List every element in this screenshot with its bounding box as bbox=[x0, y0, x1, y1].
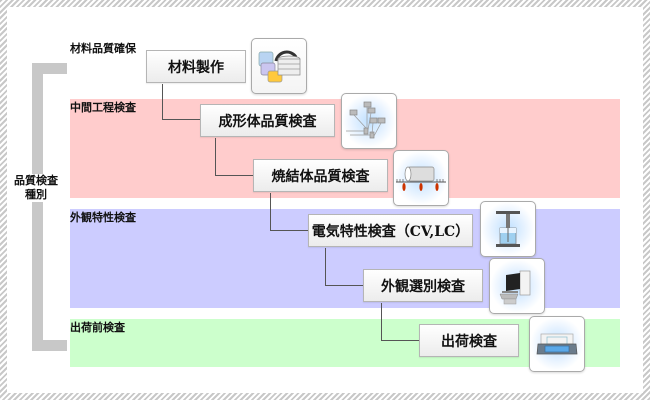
shipping-scanner-icon bbox=[529, 316, 585, 372]
connector-2-horizontal bbox=[215, 175, 253, 176]
press-tester-icon bbox=[480, 201, 536, 257]
category-label-pre-shipment: 出荷前検査 bbox=[70, 321, 125, 334]
bracket-vertical bbox=[32, 63, 43, 351]
connector-1-horizontal bbox=[162, 119, 200, 120]
inspection-type-label-line1: 品質検査 bbox=[14, 174, 58, 187]
bracket-top bbox=[32, 63, 67, 74]
bracket-bottom bbox=[32, 340, 67, 351]
step-appearance-sorting-inspection: 外観選別検査 bbox=[363, 269, 483, 302]
connector-4-vertical bbox=[325, 248, 326, 286]
step-sintered-body-inspection: 焼結体品質検査 bbox=[253, 159, 388, 192]
category-label-appearance: 外観特性検査 bbox=[70, 211, 136, 224]
band-pre-shipment-inspection bbox=[70, 319, 620, 367]
sintering-roller-icon bbox=[393, 150, 449, 206]
connector-5-horizontal bbox=[381, 340, 419, 341]
category-label-material-quality: 材料品質確保 bbox=[70, 42, 136, 55]
step-material-production: 材料製作 bbox=[146, 50, 246, 83]
step-shipping-inspection: 出荷検査 bbox=[419, 324, 519, 357]
connector-1-vertical bbox=[162, 84, 163, 120]
step-electrical-inspection: 電気特性検査（CV,LC） bbox=[308, 214, 473, 247]
connector-4-horizontal bbox=[325, 285, 363, 286]
connector-3-horizontal bbox=[270, 230, 308, 231]
inspection-type-label: 品質検査 種別 bbox=[10, 174, 62, 202]
materials-database-icon bbox=[251, 38, 307, 94]
connector-3-vertical bbox=[270, 193, 271, 231]
computer-workstation-icon bbox=[489, 258, 545, 314]
sensor-network-icon bbox=[341, 93, 397, 149]
connector-5-vertical bbox=[381, 303, 382, 341]
inspection-type-label-line2: 種別 bbox=[25, 188, 47, 201]
step-green-body-inspection: 成形体品質検査 bbox=[200, 104, 335, 137]
connector-2-vertical bbox=[215, 138, 216, 176]
category-label-intermediate: 中間工程検査 bbox=[70, 101, 136, 114]
